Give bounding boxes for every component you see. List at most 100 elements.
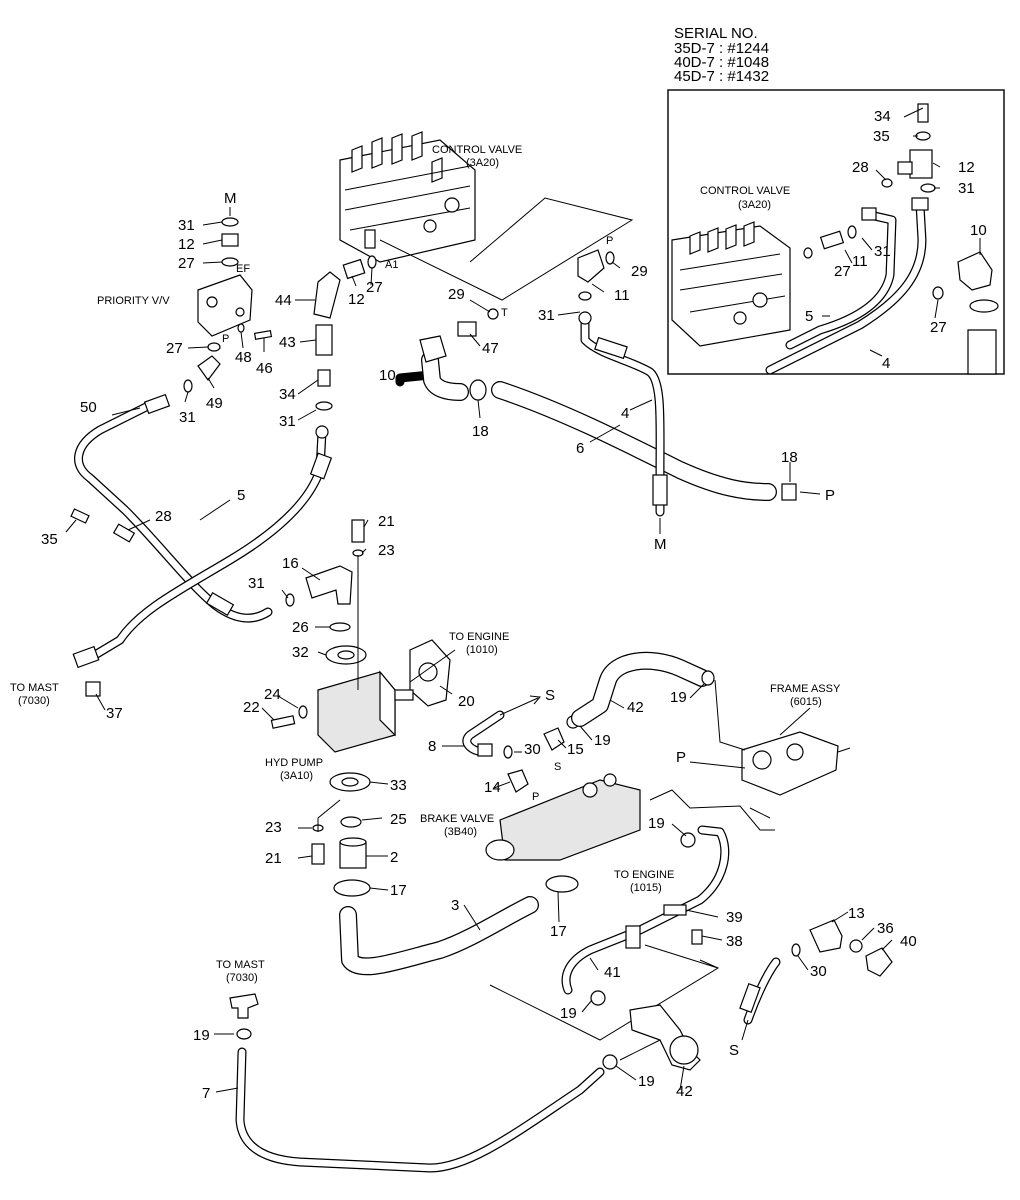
oring-31-pump (285, 593, 295, 607)
oring-30-brake (503, 745, 513, 759)
callout-36: 36 (877, 920, 894, 937)
callout-32: 32 (292, 644, 309, 661)
cap-40 (865, 947, 893, 977)
fitting-43 (315, 324, 333, 356)
clamp-19-lower (590, 990, 606, 1006)
callout-37: 37 (106, 705, 123, 722)
serial-line-35d7: 35D-7 : #1244 (674, 40, 769, 57)
brake-valve-code: (3B40) (444, 826, 477, 838)
oring-25 (340, 816, 362, 828)
callout-4-inset: 4 (882, 355, 890, 372)
frame-assy-code: (6015) (790, 696, 822, 708)
callout-17-pump: 17 (390, 882, 407, 899)
hyd-pump-code: (3A10) (280, 770, 313, 782)
serial-title: SERIAL NO. (674, 25, 758, 42)
connector-12-top (342, 258, 366, 280)
elbow-16 (305, 565, 353, 605)
part-callouts: 31 12 27 27 48 46 49 31 50 44 12 27 43 3… (41, 217, 917, 1102)
bolt-38 (691, 929, 703, 945)
fitting-34-main (317, 369, 331, 387)
callout-7: 7 (202, 1085, 210, 1102)
callout-39: 39 (726, 909, 743, 926)
callout-44: 44 (275, 292, 292, 309)
callout-13: 13 (848, 905, 865, 922)
tube-5 (85, 427, 327, 663)
to-engine-bottom-label: TO ENGINE (614, 869, 674, 881)
washer-24 (298, 705, 308, 719)
inset-detail-box: CONTROL VALVE (3A20) 34 (667, 89, 1005, 375)
callout-19-mid: 19 (648, 815, 665, 832)
callout-3: 3 (451, 897, 459, 914)
elbow-15 (543, 727, 565, 751)
callout-11-inset: 11 (852, 253, 868, 270)
inset-control-valve-label: CONTROL VALVE (700, 185, 790, 197)
callout-15: 15 (567, 741, 584, 758)
tube-41 (561, 825, 730, 995)
fitting-37 (85, 681, 101, 697)
control-valve-code: (3A20) (466, 157, 499, 169)
callout-46: 46 (256, 360, 273, 377)
oring-30-right (791, 943, 801, 957)
hyd-pump (317, 670, 414, 753)
to-mast-bottom-label: TO MAST (216, 959, 265, 971)
brake-valve-label: BRAKE VALVE (420, 813, 494, 825)
flange-33 (329, 772, 371, 792)
tee-to-mast (229, 993, 259, 1019)
clamp-19-frame (701, 670, 715, 686)
oring-31-cv (578, 291, 592, 301)
elbow-44 (313, 271, 341, 319)
callout-5: 5 (237, 487, 245, 504)
inset-oring-27 (803, 247, 813, 259)
callout-47: 47 (482, 340, 499, 357)
oring-27-pv-b (207, 342, 221, 352)
port-p-brake: P (532, 791, 539, 803)
main-control-valve (339, 131, 476, 263)
callout-30-right: 30 (810, 963, 827, 980)
inset-elbow-10 (957, 251, 999, 375)
priority-valve-label: PRIORITY V/V (97, 295, 170, 307)
callout-12-inset: 12 (958, 159, 975, 176)
callout-18-right: 18 (781, 449, 798, 466)
callout-24: 24 (264, 686, 281, 703)
callout-11: 11 (614, 287, 630, 304)
oring-29-top (487, 308, 499, 320)
callout-42-lower: 42 (676, 1083, 693, 1100)
control-valve-label: CONTROL VALVE (432, 144, 522, 156)
oring-27-top (367, 255, 377, 269)
callout-35: 35 (41, 531, 58, 548)
callout-27-pv-b: 27 (166, 340, 183, 357)
clamp-19-mid (680, 832, 696, 848)
elbow-14 (507, 769, 529, 793)
callout-27-pv: 27 (178, 255, 195, 272)
bolt-46 (253, 329, 273, 341)
callout-29-top: 29 (448, 286, 465, 303)
elbow-11-top (577, 249, 605, 283)
inset-oring-28 (881, 178, 893, 188)
fitting-42-lower (629, 1004, 701, 1071)
callout-25: 25 (390, 811, 407, 828)
callout-16: 16 (282, 555, 299, 572)
callout-48: 48 (235, 349, 252, 366)
connection-s-bottom: S (729, 1042, 739, 1059)
callout-49: 49 (206, 395, 223, 412)
adapter-2 (339, 837, 367, 869)
bolt-21-bottom (311, 843, 325, 865)
callout-4: 4 (621, 405, 629, 422)
serial-number-block: SERIAL NO. 35D-7 : #1244 40D-7 : #1048 4… (674, 25, 769, 85)
control-valve-reference-frame (379, 197, 634, 301)
callout-26: 26 (292, 619, 309, 636)
callout-31-pv: 31 (178, 217, 195, 234)
callout-34-inset: 34 (874, 108, 891, 125)
clamp-18-top (469, 379, 487, 401)
serial-line-40d7: 40D-7 : #1048 (674, 54, 769, 71)
clamp-18-right (781, 483, 797, 501)
callout-12-top: 12 (348, 291, 365, 308)
connection-s-top: S (545, 687, 555, 704)
inset-tee-12 (897, 149, 933, 179)
oring-31-pv-c (183, 379, 193, 393)
callout-28-inset: 28 (852, 159, 869, 176)
oring-26 (329, 622, 351, 632)
callout-14: 14 (484, 779, 501, 796)
to-mast-left-code: (7030) (18, 695, 50, 707)
